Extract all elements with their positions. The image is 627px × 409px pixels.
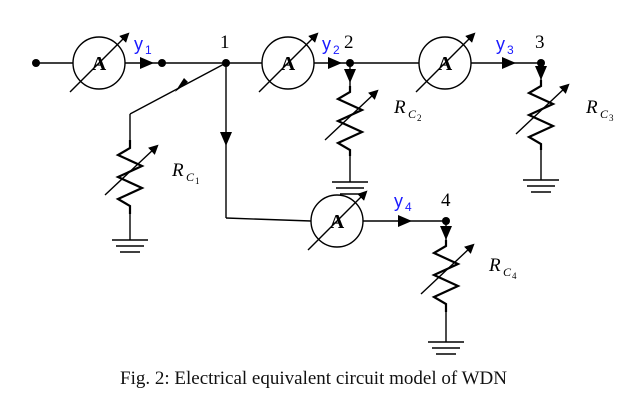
svg-text:1: 1 — [195, 176, 200, 186]
resistor-rc3 — [515, 63, 570, 193]
circuit-diagram: A A A A — [32, 32, 614, 355]
label-rc4: R C 4 — [488, 255, 517, 281]
resistor-rc1 — [104, 140, 159, 253]
resistor-rc4 — [420, 221, 475, 355]
flow-label-y3: y 3 — [496, 34, 514, 57]
svg-text:R: R — [585, 97, 598, 118]
flow-label-y4: y 4 — [394, 191, 412, 214]
flow-arrow-y3 — [502, 57, 516, 69]
ammeter-2: A — [258, 32, 319, 93]
flow-arrow-y1 — [140, 57, 154, 69]
resistor-rc2 — [324, 63, 379, 195]
ammeter-3: A — [415, 32, 476, 93]
svg-text:R: R — [488, 255, 501, 276]
svg-text:2: 2 — [417, 113, 422, 123]
junction-dot — [158, 59, 166, 67]
svg-text:4: 4 — [512, 271, 517, 281]
figure-caption: Fig. 2: Electrical equivalent circuit mo… — [120, 368, 507, 389]
flow-label-y1: y 1 — [134, 34, 152, 57]
svg-text:A: A — [92, 53, 107, 75]
node-4-label: 4 — [441, 190, 451, 211]
node-3-label: 3 — [535, 32, 545, 53]
svg-text:4: 4 — [405, 200, 412, 214]
svg-text:1: 1 — [145, 43, 152, 57]
svg-text:A: A — [330, 211, 345, 233]
branch-node1-to-rc1 — [129, 62, 227, 140]
svg-text:C: C — [600, 107, 609, 121]
node-2-label: 2 — [344, 32, 354, 53]
flow-arrow-y4 — [398, 215, 412, 227]
svg-text:y: y — [496, 34, 505, 54]
label-rc1: R C 1 — [171, 160, 200, 186]
ammeter-1: A — [69, 32, 130, 93]
svg-text:3: 3 — [507, 43, 514, 57]
label-rc2: R C 2 — [393, 97, 422, 123]
svg-text:A: A — [281, 53, 296, 75]
svg-text:2: 2 — [333, 43, 340, 57]
source-terminal — [32, 59, 40, 67]
svg-text:y: y — [134, 34, 143, 54]
svg-text:A: A — [438, 53, 453, 75]
svg-text:R: R — [171, 160, 184, 181]
svg-text:R: R — [393, 97, 406, 118]
ammeter-4: A — [307, 190, 368, 251]
svg-text:3: 3 — [609, 113, 614, 123]
flow-arrow-y2 — [328, 57, 342, 69]
flow-label-y2: y 2 — [322, 34, 340, 57]
svg-text:C: C — [503, 265, 512, 279]
label-rc3: R C 3 — [585, 97, 614, 123]
svg-text:y: y — [322, 34, 331, 54]
svg-text:y: y — [394, 191, 403, 211]
node-1-label: 1 — [220, 32, 230, 53]
svg-text:C: C — [408, 107, 417, 121]
branch-node1-to-node4 — [220, 63, 450, 227]
svg-text:C: C — [186, 170, 195, 184]
